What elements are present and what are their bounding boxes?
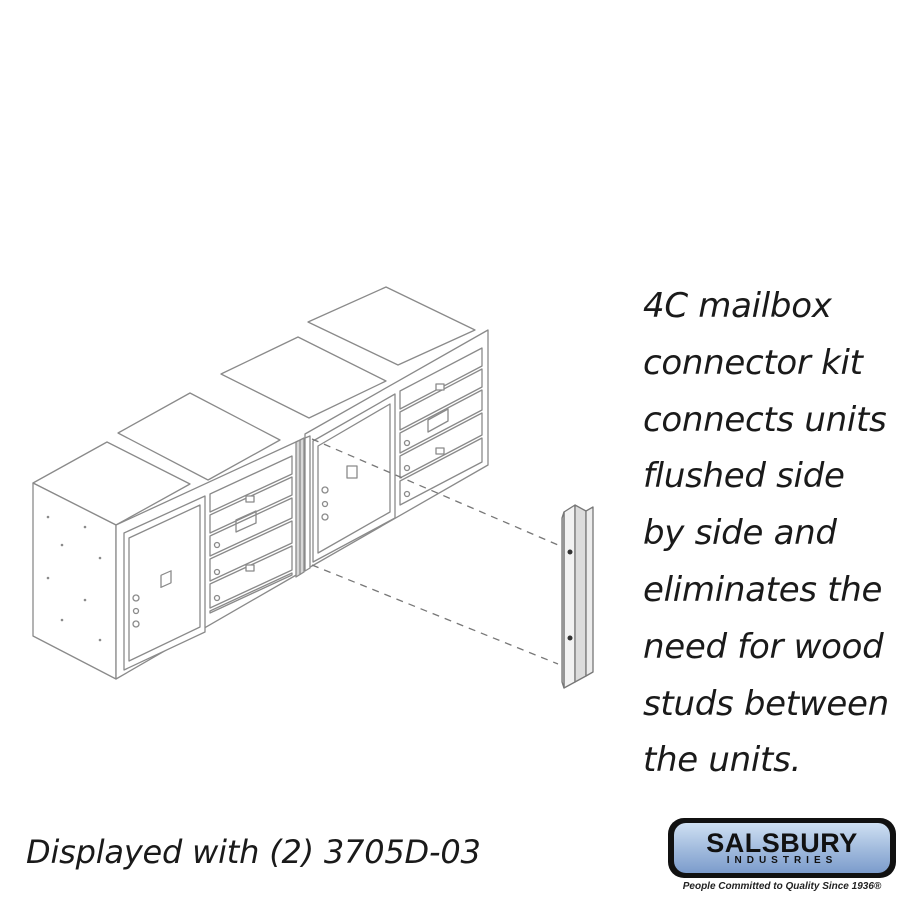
description-line: need for wood bbox=[643, 626, 884, 667]
description-line: eliminates the bbox=[643, 569, 883, 610]
salsbury-logo: SALSBURY INDUSTRIES People Committed to … bbox=[668, 818, 896, 896]
left-unit-lock bbox=[132, 594, 140, 602]
display-caption: Displayed with (2) 3705D-03 bbox=[26, 833, 481, 871]
connector-hole-bottom bbox=[567, 635, 573, 641]
left-unit-mail-doors bbox=[209, 455, 293, 614]
right-unit-box-top-front bbox=[220, 336, 387, 419]
description-line: connector kit bbox=[643, 342, 863, 383]
description-line: by side and bbox=[643, 513, 837, 554]
connector-hole-top bbox=[567, 549, 573, 555]
description-text: 4C mailbox connector kit connects units … bbox=[643, 278, 893, 789]
connector-kit-part bbox=[561, 504, 594, 689]
description-line: studs between bbox=[643, 683, 889, 724]
right-unit-mail-doors bbox=[399, 347, 483, 506]
installed-connector-channel bbox=[295, 435, 311, 578]
projection-lines bbox=[311, 438, 559, 665]
left-unit-box-top-rear bbox=[117, 392, 281, 481]
description-line: flushed side bbox=[643, 456, 845, 497]
logo-tagline: People Committed to Quality Since 1936® bbox=[682, 881, 882, 892]
description-line: 4C mailbox bbox=[643, 286, 832, 326]
left-unit-side-holes bbox=[46, 515, 102, 642]
description-line: connects units bbox=[643, 399, 887, 440]
logo-badge-inner: SALSBURY INDUSTRIES bbox=[674, 823, 890, 873]
logo-subtitle: INDUSTRIES bbox=[726, 855, 838, 866]
left-unit-door-label bbox=[160, 570, 172, 589]
description-line: the units. bbox=[643, 740, 802, 781]
logo-badge: SALSBURY INDUSTRIES bbox=[668, 818, 896, 878]
logo-name: SALSBURY bbox=[706, 828, 858, 858]
right-unit-box-top-rear bbox=[307, 286, 476, 366]
